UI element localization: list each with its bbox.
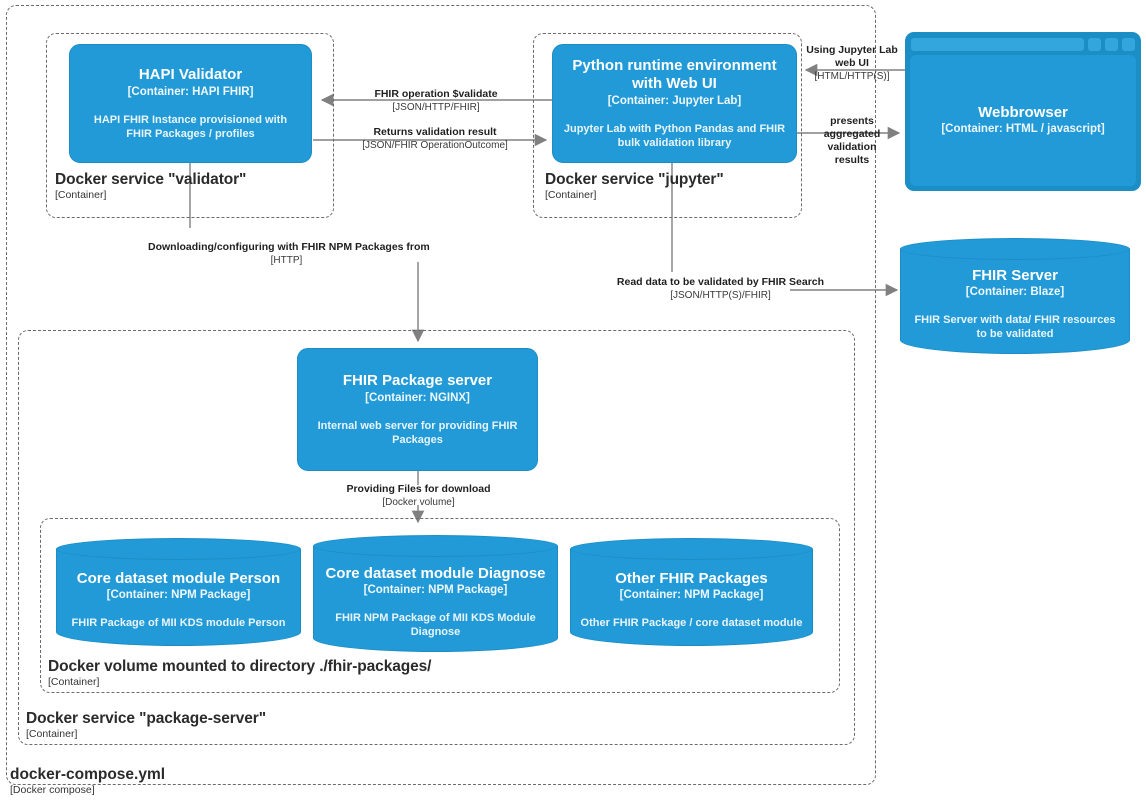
fhir-package-server-title: FHIR Package server (342, 372, 493, 389)
browser-urlbar-icon (911, 38, 1084, 51)
module-person-desc: FHIR Package of MII KDS module Person (71, 617, 286, 629)
rel-using-webui-tech: [HTML/HTTP(S)] (814, 71, 890, 82)
browser-button-two-icon (1105, 38, 1118, 51)
fhir-package-server-desc: Internal web server for providing FHIR P… (317, 420, 518, 446)
other-packages-tech: [Container: NPM Package] (619, 589, 764, 601)
node-module-person[interactable]: Core dataset module Person [Container: N… (56, 538, 301, 646)
boundary-docker-service-validator (46, 33, 334, 218)
other-packages-title: Other FHIR Packages (615, 570, 768, 587)
rel-providing-files-tech: [Docker volume] (382, 497, 455, 508)
module-person-tech: [Container: NPM Package] (106, 589, 251, 601)
rel-read-data: Read data to be validated by FHIR Search… (613, 276, 828, 302)
node-hapi-validator[interactable]: HAPI Validator [Container: HAPI FHIR] HA… (69, 44, 312, 163)
rel-providing-files: Providing Files for download [Docker vol… (330, 483, 507, 509)
node-module-diagnose[interactable]: Core dataset module Diagnose [Container:… (313, 535, 558, 652)
boundary-docker-service-jupyter (533, 33, 802, 218)
rel-validate-call: FHIR operation $validate [JSON/HTTP/FHIR… (356, 88, 516, 114)
hapi-validator-desc: HAPI FHIR Instance provisioned with FHIR… (93, 114, 288, 140)
rel-validate-call-tech: [JSON/HTTP/FHIR] (392, 102, 480, 113)
rel-validate-call-label: FHIR operation $validate (374, 88, 498, 100)
module-diagnose-desc: FHIR NPM Package of MII KDS Module Diagn… (335, 611, 536, 638)
docker-compose-title: docker-compose.yml (10, 766, 166, 783)
browser-button-three-icon (1122, 38, 1135, 51)
jupyter-boundary-title: Docker service "jupyter" (545, 171, 724, 188)
fhir-server-desc: FHIR Server with data/ FHIR resources to… (914, 314, 1116, 340)
node-other-fhir-packages[interactable]: Other FHIR Packages [Container: NPM Pack… (570, 538, 813, 646)
rel-validate-result: Returns validation result [JSON/FHIR Ope… (345, 126, 525, 152)
rel-presents-results: presents aggregated validation results (812, 115, 892, 167)
package-server-boundary-tech: [Container] (26, 728, 78, 740)
rel-read-data-tech: [JSON/HTTP(S)/FHIR] (670, 290, 771, 301)
rel-validate-result-tech: [JSON/FHIR OperationOutcome] (362, 140, 508, 151)
rel-download-packages-label: Downloading/configuring with FHIR NPM Pa… (148, 241, 430, 253)
fhir-server-title: FHIR Server (972, 267, 1058, 284)
rel-presents-results-label: presents aggregated validation results (823, 115, 881, 166)
hapi-validator-tech: [Container: HAPI FHIR] (127, 86, 254, 98)
module-person-title: Core dataset module Person (76, 570, 281, 587)
rel-validate-result-label: Returns validation result (373, 126, 497, 138)
hapi-validator-title: HAPI Validator (138, 66, 243, 83)
module-diagnose-cylinder-top (313, 535, 558, 557)
module-person-cylinder-top (56, 538, 301, 560)
other-packages-cylinder-top (570, 538, 813, 560)
other-packages-label: Other FHIR Packages [Container: NPM Pack… (570, 560, 813, 640)
rel-using-webui: Using Jupyter Lab web UI [HTML/HTTP(S)] (806, 44, 898, 83)
python-runtime-desc: Jupyter Lab with Python Pandas and FHIR … (563, 123, 786, 149)
boundary-jupyter-label: Docker service "jupyter" [Container] (545, 170, 724, 202)
validator-boundary-tech: [Container] (55, 189, 107, 201)
python-runtime-title: Python runtime environment with Web UI (572, 57, 777, 92)
rel-providing-files-label: Providing Files for download (346, 483, 491, 495)
webbrowser-title: Webbrowser (978, 104, 1068, 121)
module-person-label: Core dataset module Person [Container: N… (56, 560, 301, 640)
jupyter-boundary-tech: [Container] (545, 189, 597, 201)
boundary-package-server-label: Docker service "package-server" [Contain… (26, 709, 266, 741)
module-diagnose-title: Core dataset module Diagnose (325, 564, 546, 582)
rel-read-data-label: Read data to be validated by FHIR Search (616, 276, 825, 288)
boundary-docker-service-package-server (18, 330, 855, 745)
webbrowser-content: Webbrowser [Container: HTML / javascript… (910, 55, 1136, 186)
rel-download-packages: Downloading/configuring with FHIR NPM Pa… (148, 241, 430, 267)
docker-compose-tech: [Docker compose] (10, 784, 95, 796)
node-fhir-package-server[interactable]: FHIR Package server [Container: NGINX] I… (297, 348, 538, 471)
boundary-validator-label: Docker service "validator" [Container] (55, 170, 246, 202)
fhir-server-label: FHIR Server [Container: Blaze] FHIR Serv… (900, 260, 1130, 348)
node-python-runtime[interactable]: Python runtime environment with Web UI [… (552, 44, 797, 163)
module-diagnose-label: Core dataset module Diagnose [Container:… (313, 557, 558, 646)
boundary-volume-label: Docker volume mounted to directory ./fhi… (48, 657, 431, 689)
node-webbrowser[interactable]: Webbrowser [Container: HTML / javascript… (905, 32, 1141, 191)
other-packages-desc: Other FHIR Package / core dataset module (580, 617, 803, 629)
fhir-server-cylinder-top (900, 238, 1130, 260)
boundary-docker-volume (40, 518, 840, 693)
rel-using-webui-label: Using Jupyter Lab web UI (806, 44, 898, 69)
module-person-cylinder-body (56, 549, 301, 646)
other-packages-cylinder-body (570, 549, 813, 646)
volume-boundary-tech: [Container] (48, 676, 100, 688)
rel-download-packages-tech: [HTTP] (270, 255, 303, 266)
browser-button-one-icon (1088, 38, 1101, 51)
webbrowser-tech: [Container: HTML / javascript] (941, 123, 1105, 135)
package-server-boundary-title: Docker service "package-server" (26, 710, 266, 727)
boundary-docker-compose-label: docker-compose.yml [Docker compose] (10, 765, 165, 797)
validator-boundary-title: Docker service "validator" (55, 171, 247, 188)
module-diagnose-cylinder-body (313, 546, 558, 652)
fhir-server-cylinder-body (900, 249, 1130, 354)
boundary-docker-compose (6, 5, 876, 785)
fhir-server-tech: [Container: Blaze] (965, 286, 1065, 298)
node-fhir-server[interactable]: FHIR Server [Container: Blaze] FHIR Serv… (900, 238, 1130, 354)
volume-boundary-title: Docker volume mounted to directory ./fhi… (48, 658, 432, 675)
browser-chrome-bar (910, 37, 1136, 55)
fhir-package-server-tech: [Container: NGINX] (365, 392, 470, 404)
module-diagnose-tech: [Container: NPM Package] (363, 583, 508, 596)
python-runtime-tech: [Container: Jupyter Lab] (607, 95, 742, 107)
